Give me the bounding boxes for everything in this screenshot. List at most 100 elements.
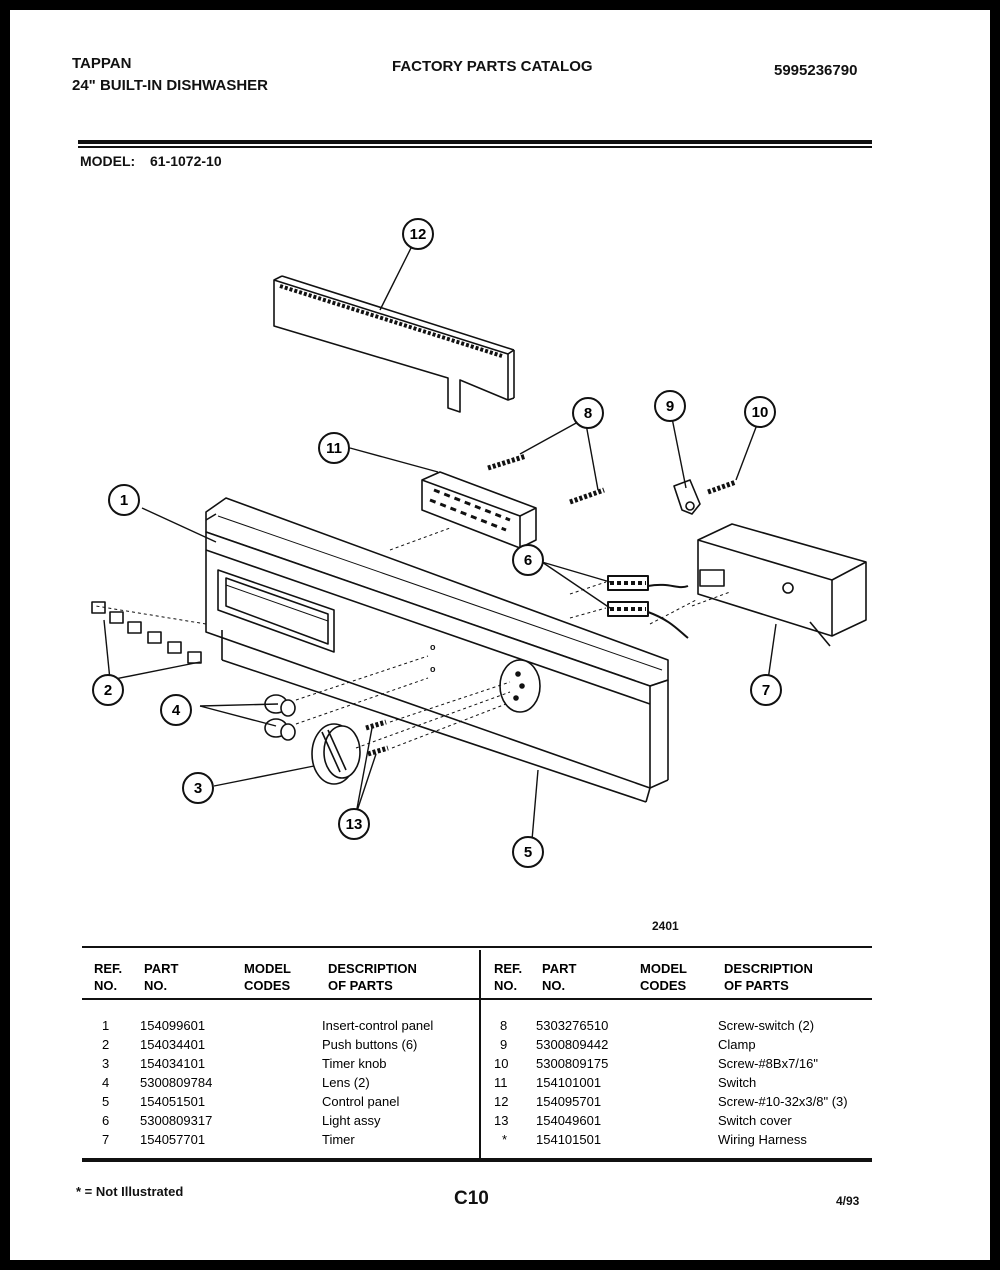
svg-text:7: 7 [762, 682, 770, 699]
svg-text:11: 11 [326, 440, 342, 457]
svg-text:9: 9 [666, 398, 674, 415]
table-row: 2 [102, 1037, 110, 1052]
part-number: 5300809442 [536, 1037, 609, 1052]
callout-9: 9 [654, 390, 686, 422]
part-description: Timer knob [322, 1056, 387, 1071]
svg-text:4: 4 [172, 702, 181, 719]
model-label: MODEL: [80, 153, 136, 169]
revision-date: 4/93 [836, 1194, 860, 1208]
part-description: Timer [322, 1132, 355, 1147]
callout-7: 7 [750, 674, 782, 706]
screws-panel-drawing [365, 719, 389, 757]
timer-drawing [697, 523, 867, 647]
table-top-rule [82, 946, 872, 948]
table-row: 8 [500, 1018, 508, 1033]
leader-lines [103, 241, 777, 841]
clamp-drawing [673, 479, 737, 515]
table-row: * [502, 1132, 508, 1147]
catalog-number: 5995236790 [774, 62, 858, 79]
lens-drawing [264, 694, 296, 741]
callout-10: 10 [744, 396, 776, 428]
switch-cover-drawing [273, 275, 515, 413]
not-illustrated-note: * = Not Illustrated [76, 1184, 184, 1199]
table-row: 12 [494, 1094, 509, 1109]
part-description: Insert-control panel [322, 1018, 434, 1033]
part-number: 5300809175 [536, 1056, 609, 1071]
svg-text:12: 12 [410, 226, 427, 243]
header-rule-thick [78, 140, 872, 144]
part-number: 154099601 [140, 1018, 206, 1033]
callout-4: 4 [160, 694, 192, 726]
callout-1: 1 [108, 484, 140, 516]
table-row: 11 [494, 1075, 508, 1090]
part-description: Push buttons (6) [322, 1037, 418, 1052]
model-number: 61-1072-10 [150, 153, 222, 169]
svg-text:10: 10 [752, 404, 769, 421]
switch-drawing [421, 471, 537, 549]
part-description: Clamp [718, 1037, 756, 1052]
part-number: 154057701 [140, 1132, 206, 1147]
part-description: Screw-switch (2) [718, 1018, 815, 1033]
screw-switch-drawing [487, 453, 605, 505]
product-name: 24" BUILT-IN DISHWASHER [72, 77, 269, 94]
table-row: 6 [102, 1113, 110, 1128]
table-header-rule [82, 998, 872, 1000]
table-row: 5 [102, 1094, 110, 1109]
part-number: 154034101 [140, 1056, 206, 1071]
header-rule-thin [78, 146, 872, 148]
svg-text:8: 8 [584, 405, 592, 422]
part-number: 154034401 [140, 1037, 206, 1052]
col-ref-header-left: REF.NO. [94, 961, 123, 993]
part-description: Switch [718, 1075, 757, 1090]
table-divider [479, 950, 481, 1158]
svg-text:6: 6 [524, 552, 532, 569]
table-row: 10 [494, 1056, 509, 1071]
table-row: 7 [102, 1132, 110, 1147]
light-opening-mark-a: o [430, 642, 436, 652]
part-number: 154101001 [536, 1075, 602, 1090]
push-buttons-drawing [91, 601, 202, 664]
catalog-title: FACTORY PARTS CATALOG [392, 58, 593, 75]
callout-8-top: 8 [572, 397, 604, 429]
part-number: 154051501 [140, 1094, 206, 1109]
callout-5: 5 [512, 836, 544, 868]
callout-2: 2 [92, 674, 124, 706]
svg-text:5: 5 [524, 844, 532, 861]
part-description: Wiring Harness [718, 1132, 807, 1147]
brand-name: TAPPAN [72, 55, 132, 72]
part-number: 154095701 [536, 1094, 602, 1109]
part-number: 5303276510 [536, 1018, 609, 1033]
svg-text:2: 2 [104, 682, 112, 699]
part-number: 5300809317 [140, 1113, 213, 1128]
callout-3: 3 [182, 772, 214, 804]
callout-13: 12 [402, 218, 434, 250]
assembly-lines [95, 527, 731, 749]
callout-12: 13 [338, 808, 370, 840]
part-description: Control panel [322, 1094, 400, 1109]
part-description: Light assy [322, 1113, 381, 1128]
part-number: 5300809784 [140, 1075, 213, 1090]
part-number: 154101501 [536, 1132, 602, 1147]
part-description: Screw-#8Bx7/16" [718, 1056, 818, 1071]
table-row: 13 [494, 1113, 509, 1128]
table-row: 3 [102, 1056, 110, 1071]
callout-11: 11 [318, 432, 350, 464]
table-row: 4 [102, 1075, 110, 1090]
light-opening-mark-b: o [430, 664, 436, 674]
part-description: Screw-#10-32x3/8" (3) [718, 1094, 848, 1109]
svg-text:13: 13 [346, 816, 363, 833]
svg-text:3: 3 [194, 780, 202, 797]
table-row: 1 [102, 1018, 110, 1033]
part-description: Lens (2) [322, 1075, 370, 1090]
drawing-id: 2401 [652, 919, 679, 933]
table-bottom-rule [82, 1158, 872, 1162]
exploded-parts-diagram: o o 12 1 11 8 9 10 6 7 2 4 3 13 5 2401 [91, 218, 867, 933]
svg-text:1: 1 [120, 492, 128, 509]
control-panel-drawing [205, 497, 669, 803]
catalog-page: TAPPAN 24" BUILT-IN DISHWASHER FACTORY P… [10, 10, 990, 1260]
